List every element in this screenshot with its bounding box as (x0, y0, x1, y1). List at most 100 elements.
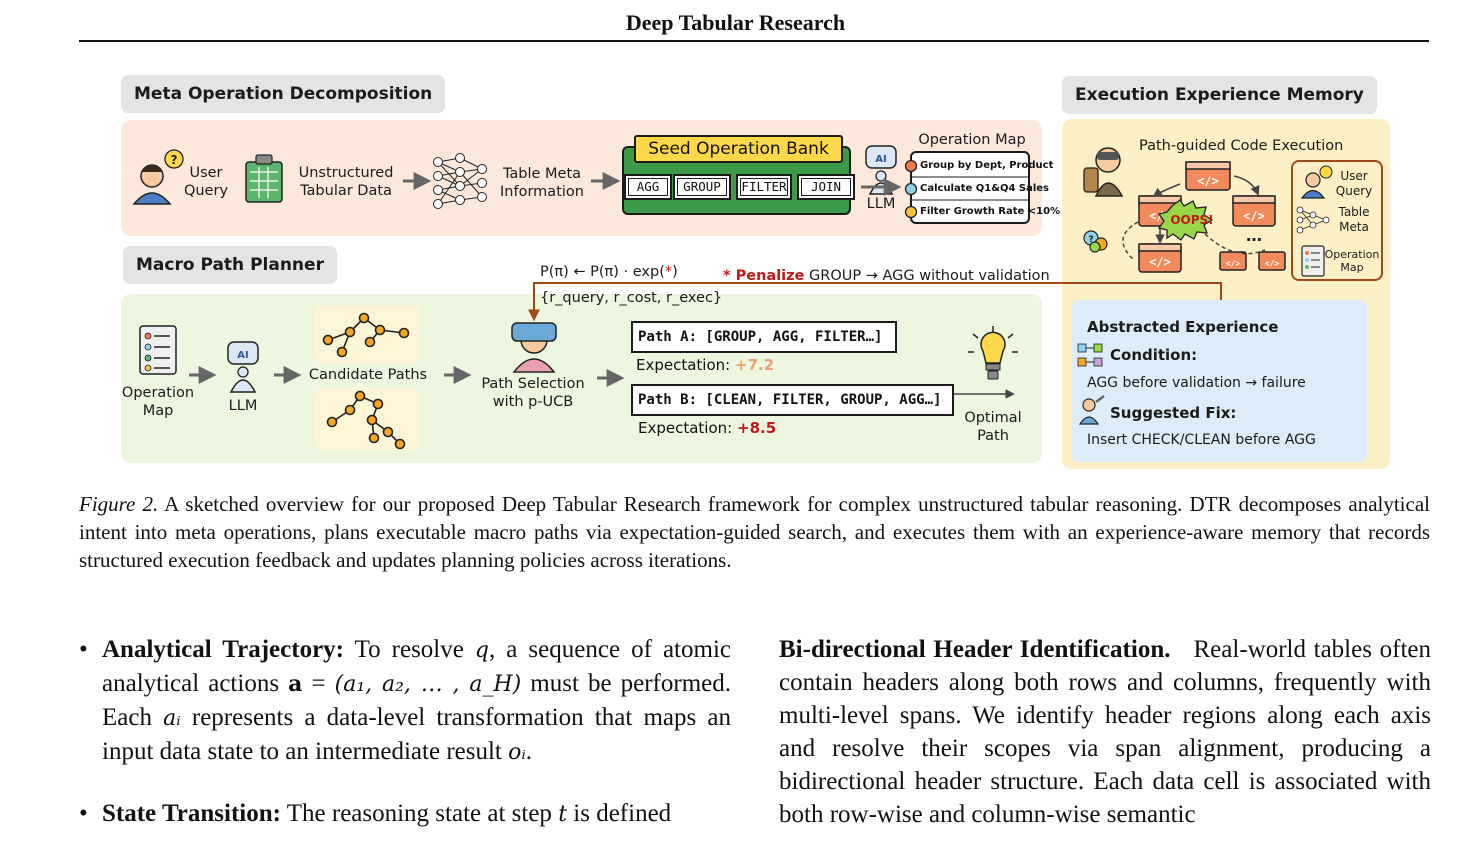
math-t: t (558, 802, 568, 827)
formula-star: * (664, 264, 673, 280)
figure-2: Meta Operation Decomposition Macro Path … (121, 75, 1390, 469)
penalty-feedback-arrow (528, 282, 1222, 322)
robot-llm-icon-2: AI (227, 341, 259, 393)
op-map-item-3: Filter Growth Rate <10% (920, 206, 1061, 217)
candidate-paths-label: Candidate Paths (308, 367, 428, 383)
op-filter: FILTER (736, 174, 792, 200)
op-map-item-2: Calculate Q1&Q4 Sales (920, 183, 1050, 194)
svg-text:</>: </> (1197, 174, 1219, 188)
fix-label: Suggested Fix: (1110, 404, 1237, 422)
vr-headset-person-icon (511, 322, 557, 373)
text-run: represents a data-level transformation t… (102, 704, 731, 765)
mechanic-fix-icon (1078, 395, 1105, 425)
lightbulb-icon (968, 326, 1018, 380)
memory-label: Execution Experience Memory (1062, 76, 1377, 114)
path-b-expect-label: Expectation: (638, 419, 733, 437)
path-selection-label: Path Selection with p-UCB (481, 376, 585, 410)
reward-terms: {r_query, r_cost, r_exec} (540, 290, 723, 306)
math-q: q (474, 638, 489, 663)
caption-text: A sketched overview for our proposed Dee… (79, 492, 1430, 572)
traveler-icon (1083, 147, 1124, 197)
penalize-note: * Penalize GROUP → AGG without validatio… (723, 267, 1050, 285)
text-run: The reasoning state at step (280, 800, 559, 827)
macro-operation-map-label: Operation Map (121, 385, 195, 419)
right-column: Bi-directional Header Identification. Re… (779, 633, 1431, 831)
abstracted-title: Abstracted Experience (1087, 318, 1279, 336)
op-group: GROUP (673, 174, 731, 200)
checklist-icon (139, 325, 177, 375)
meta-llm-label: LLM (866, 196, 896, 212)
penalize-star: * Penalize (723, 268, 805, 284)
fix-text: Insert CHECK/CLEAN before AGG (1087, 432, 1316, 448)
title-rule (79, 40, 1429, 42)
math-action-tuple: (a₁, a₂, … , a_H) (334, 672, 522, 697)
code-ellipsis: … (1246, 226, 1262, 245)
side-operation-map: Operation Map (1324, 248, 1380, 274)
path-b-box: Path B: [CLEAN, FILTER, GROUP, AGG…] (631, 384, 954, 416)
op-map-item-1: Group by Dept, Product (920, 160, 1054, 171)
op-agg: AGG (624, 174, 672, 200)
operation-map-title: Operation Map (918, 132, 1026, 148)
condition-label: Condition: (1110, 346, 1198, 364)
svg-text:</>: </> (1243, 209, 1265, 223)
left-column: • Analytical Trajectory: To resolve q, a… (79, 633, 731, 831)
condition-icon (1077, 343, 1103, 367)
path-b-expectation: Expectation: +8.5 (638, 419, 776, 437)
penalize-text: GROUP → AGG without validation (809, 268, 1050, 284)
oops-label: OOPS! (1170, 213, 1213, 227)
bullet-dot: • (79, 800, 88, 827)
formula-end: ) (672, 264, 678, 280)
path-a-box: Path A: [GROUP, AGG, FILTER…] (631, 321, 897, 353)
macro-label: Macro Path Planner (123, 246, 337, 284)
op-join: JOIN (797, 174, 855, 200)
side-table-meta: Table Meta (1338, 205, 1370, 234)
math-o-i: oᵢ (508, 740, 526, 765)
p-ucb-formula: P(π) ← P(π) · exp(*) (540, 263, 678, 281)
code-exec-title: Path-guided Code Execution (1139, 138, 1344, 154)
analytical-trajectory-title: Analytical Trajectory: (102, 636, 344, 663)
oops-burst-icon: OOPS! (1157, 199, 1214, 241)
text-run: must be performed. Each (102, 670, 732, 731)
svg-text:?: ? (1088, 235, 1093, 245)
path-a-expectation: Expectation: +7.2 (636, 356, 774, 374)
formula-main: P(π) ← P(π) · exp( (540, 264, 665, 280)
math-a-vector: a (288, 671, 303, 697)
checklist-icon-small (1301, 245, 1325, 277)
question-bubbles-icon: ? (1083, 230, 1108, 253)
candidate-tree-1 (322, 312, 410, 358)
op-map-dot-3 (904, 205, 918, 219)
meta-user-query-label: User Query (183, 165, 229, 199)
section-text: Real-world tables often contain headers … (779, 636, 1431, 828)
caption-label: Figure 2. (79, 492, 159, 516)
neural-network-icon (433, 153, 487, 209)
seed-bank-title: Seed Operation Bank (634, 135, 843, 163)
candidate-tree-2 (326, 390, 406, 450)
optimal-path-label: Optimal Path (964, 410, 1022, 444)
svg-text:</>: </> (1149, 255, 1171, 269)
user-avatar-icon-small (1300, 165, 1333, 199)
text-run: , a sequence of atomic analytical action… (102, 636, 731, 697)
text-run: To resolve (344, 636, 475, 663)
math-a-i: aᵢ (163, 706, 181, 731)
bullet-dot: • (79, 636, 88, 663)
svg-text:?: ? (171, 153, 178, 167)
section-heading: Bi-directional Header Identification. (779, 636, 1171, 663)
figure-caption: Figure 2. A sketched overview for our pr… (79, 490, 1430, 574)
path-a-expect-label: Expectation: (636, 356, 731, 374)
op-map-dot-1 (904, 159, 918, 173)
condition-text: AGG before validation → failure (1087, 375, 1306, 391)
spreadsheet-icon (245, 154, 283, 203)
svg-text:</>: </> (1265, 259, 1280, 268)
meta-op-label: Meta Operation Decomposition (121, 75, 446, 113)
text-run: is defined (567, 800, 672, 827)
bullet-state-transition: • State Transition: The reasoning state … (79, 797, 731, 831)
state-transition-title: State Transition: (102, 800, 281, 827)
user-avatar-icon: ? (132, 149, 184, 205)
neural-network-icon-small (1296, 206, 1330, 234)
macro-llm-label: LLM (228, 398, 258, 414)
unstructured-data-label: Unstructured Tabular Data (298, 165, 394, 199)
text-run: . (525, 738, 533, 765)
svg-text:AI: AI (875, 154, 886, 165)
op-map-dot-2 (904, 182, 918, 196)
svg-text:</>: </> (1226, 259, 1241, 268)
